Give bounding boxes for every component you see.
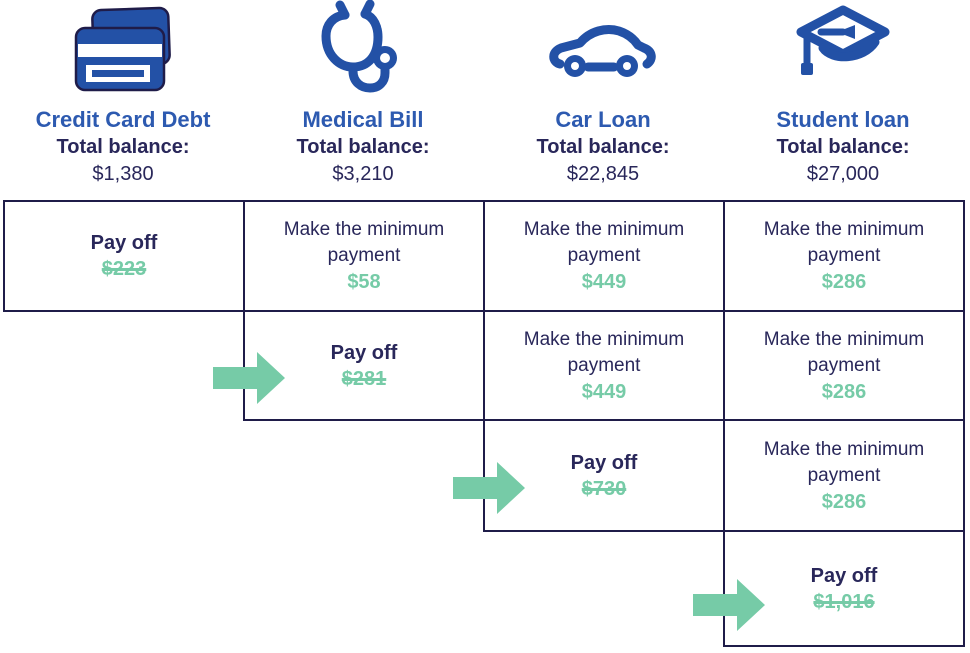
cell-step1-payoff-credit-card: Pay off $223 — [3, 200, 245, 312]
graduation-cap-icon — [723, 0, 963, 100]
step4-arrow-icon — [693, 579, 765, 631]
minimum-amount: $449 — [581, 380, 627, 403]
cell-step1-minimum-student-loan: Make the minimum payment $286 — [723, 200, 965, 312]
minimum-amount: $286 — [821, 490, 867, 513]
column-title: Student loan — [776, 107, 910, 132]
credit-card-icon — [3, 0, 243, 100]
step2-arrow-icon — [213, 352, 285, 404]
column-header-credit-card: Credit Card Debt Total balance: $1,380 — [3, 0, 243, 186]
minimum-label: Make the minimum payment — [523, 219, 685, 266]
step3-arrow-icon — [453, 462, 525, 514]
cell-step4-payoff-student-loan: Pay off $1,016 — [723, 530, 965, 647]
column-title: Medical Bill — [302, 107, 424, 132]
minimum-amount: $286 — [821, 380, 867, 403]
cell-step2-minimum-car-loan: Make the minimum payment $449 — [483, 310, 725, 421]
minimum-label: Make the minimum payment — [523, 328, 685, 376]
stethoscope-icon — [243, 0, 483, 100]
cell-step3-minimum-student-loan: Make the minimum payment $286 — [723, 419, 965, 532]
payoff-label: Pay off — [90, 232, 158, 254]
balance-amount: $22,845 — [566, 163, 640, 185]
balance-label: Total balance: — [296, 136, 430, 158]
car-icon — [483, 0, 723, 100]
payoff-label: Pay off — [810, 564, 878, 587]
column-header-medical-bill: Medical Bill Total balance: $3,210 — [243, 0, 483, 186]
minimum-amount: $286 — [821, 271, 867, 293]
minimum-label: Make the minimum payment — [763, 438, 925, 486]
balance-amount: $1,380 — [92, 163, 154, 185]
balance-amount: $27,000 — [806, 163, 880, 185]
cell-step2-payoff-medical-bill: Pay off $281 — [243, 310, 485, 421]
minimum-amount: $58 — [347, 271, 381, 293]
balance-label: Total balance: — [536, 136, 670, 158]
cell-step3-payoff-car-loan: Pay off $730 — [483, 419, 725, 532]
balance-label: Total balance: — [56, 136, 190, 158]
payoff-amount: $1,016 — [813, 590, 875, 613]
minimum-label: Make the minimum payment — [283, 219, 445, 266]
cell-step1-minimum-medical-bill: Make the minimum payment $58 — [243, 200, 485, 312]
payoff-label: Pay off — [570, 451, 638, 474]
payoff-amount: $730 — [581, 477, 627, 500]
balance-label: Total balance: — [776, 136, 910, 158]
balance-amount: $3,210 — [332, 163, 394, 185]
column-title: Credit Card Debt — [35, 107, 211, 132]
column-header-student-loan: Student loan Total balance: $27,000 — [723, 0, 963, 186]
payoff-amount: $223 — [101, 258, 147, 280]
minimum-label: Make the minimum payment — [763, 219, 925, 266]
cell-step2-minimum-student-loan: Make the minimum payment $286 — [723, 310, 965, 421]
payoff-label: Pay off — [330, 341, 398, 364]
cell-step1-minimum-car-loan: Make the minimum payment $449 — [483, 200, 725, 312]
minimum-amount: $449 — [581, 271, 627, 293]
column-header-car-loan: Car Loan Total balance: $22,845 — [483, 0, 723, 186]
payoff-amount: $281 — [341, 367, 387, 390]
minimum-label: Make the minimum payment — [763, 328, 925, 376]
column-title: Car Loan — [555, 107, 651, 132]
